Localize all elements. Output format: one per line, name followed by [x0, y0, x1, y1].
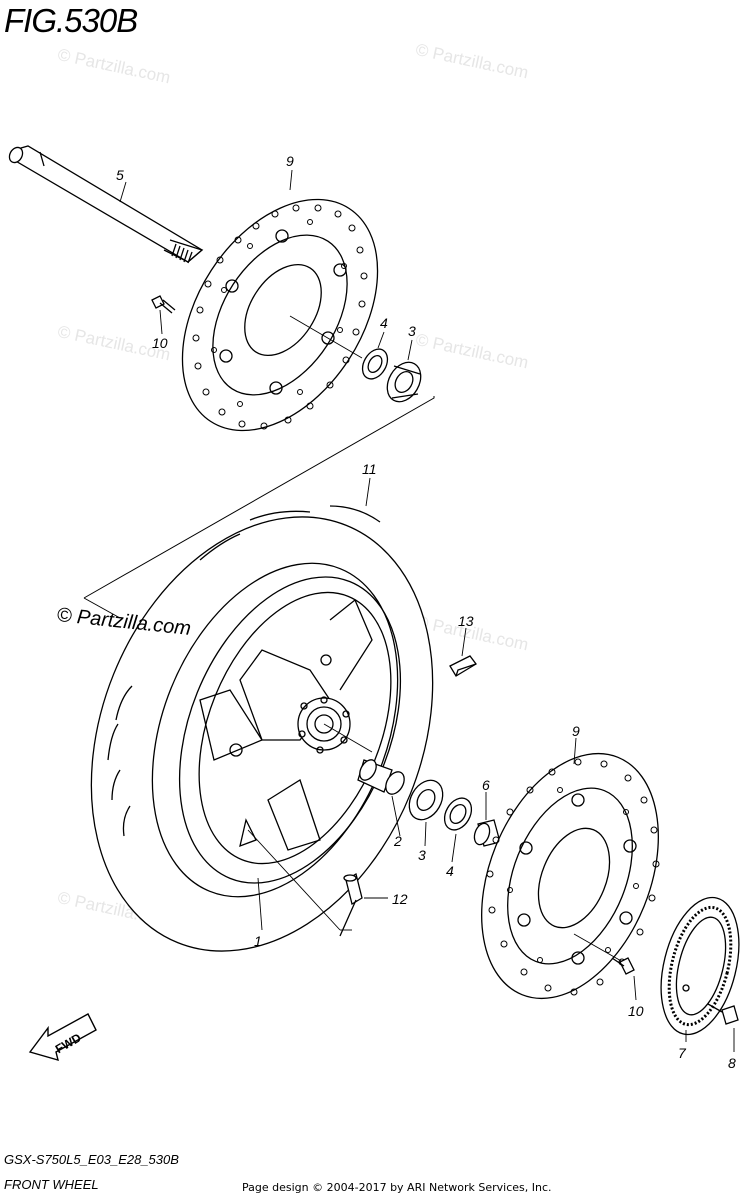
- callout-3-upper: 3: [408, 323, 416, 339]
- wheel-rim: [178, 576, 402, 884]
- disc-bolt-lower: [611, 957, 635, 975]
- callout-13: 13: [458, 613, 474, 629]
- fwd-arrow-icon: [28, 1013, 97, 1062]
- sensor-rotor-screw: [707, 1003, 739, 1025]
- callout-4-upper: 4: [380, 315, 388, 331]
- collar: [473, 819, 501, 847]
- oil-seal-lower: [443, 797, 473, 831]
- callout-12: 12: [392, 891, 408, 907]
- oil-seal-upper: [361, 348, 389, 380]
- bearing-upper: [386, 361, 422, 403]
- callout-4-lower: 4: [446, 863, 454, 879]
- brake-disc-upper: [181, 198, 379, 432]
- callout-2: 2: [393, 833, 402, 849]
- callout-9-upper: 9: [286, 153, 294, 169]
- disc-bolt-upper: [151, 295, 176, 314]
- callout-8: 8: [728, 1055, 736, 1071]
- figure-name: FRONT WHEEL: [4, 1177, 99, 1192]
- callout-5: 5: [116, 167, 124, 183]
- callout-3-lower: 3: [418, 847, 426, 863]
- model-code: GSX-S750L5_E03_E28_530B: [4, 1152, 179, 1167]
- callout-11: 11: [362, 461, 377, 477]
- front-axle: [8, 145, 204, 264]
- bearing-lower: [408, 779, 444, 821]
- brake-disc-lower: [481, 752, 660, 1000]
- callout-10-lower: 10: [628, 1003, 644, 1019]
- figure-title: FIG.530B: [4, 2, 138, 39]
- sensor-rotor: [660, 896, 740, 1036]
- callout-10-upper: 10: [152, 335, 168, 351]
- spacer: [357, 759, 405, 795]
- callout-9-lower: 9: [572, 723, 580, 739]
- callout-1: 1: [254, 933, 262, 949]
- page-footer: Page design © 2004-2017 by ARI Network S…: [242, 1181, 552, 1194]
- callout-6: 6: [482, 777, 490, 793]
- callout-7: 7: [678, 1045, 687, 1061]
- balance-weight: [449, 655, 477, 677]
